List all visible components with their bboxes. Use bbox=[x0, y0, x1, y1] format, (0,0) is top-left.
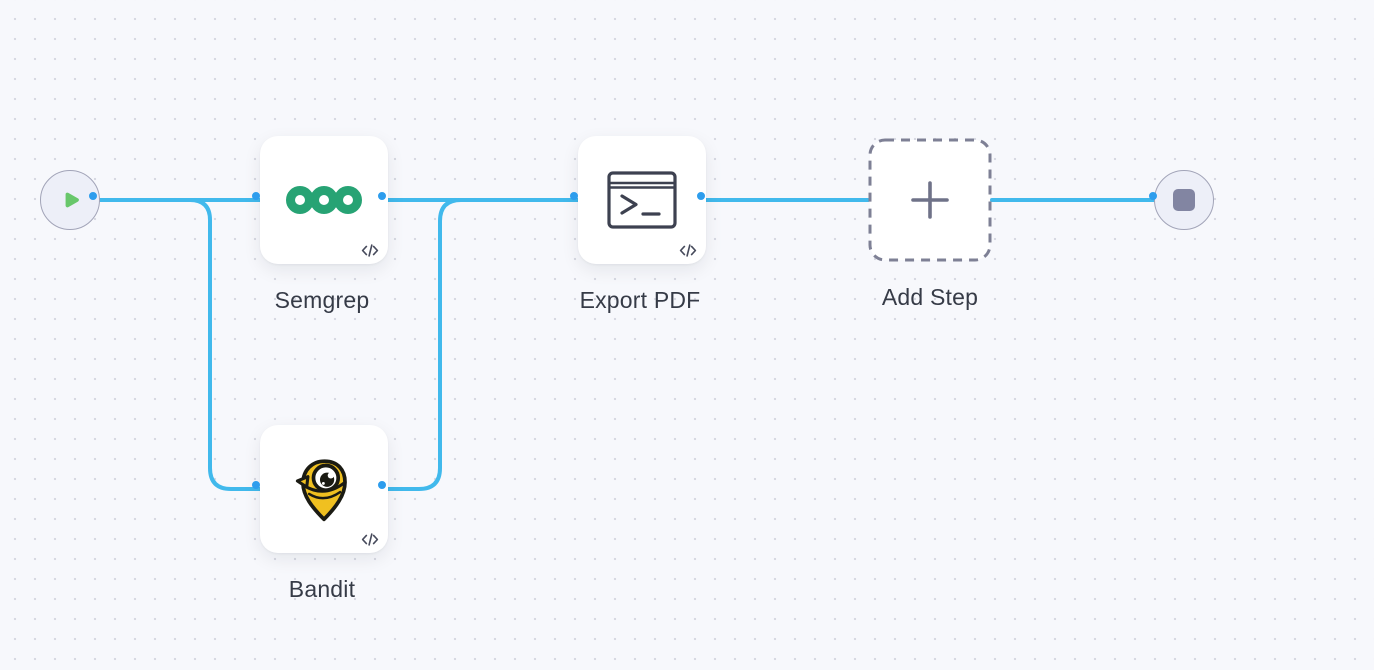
start-node[interactable] bbox=[40, 170, 100, 230]
bandit-logo-icon bbox=[293, 455, 355, 523]
port-export-pdf-output[interactable] bbox=[697, 192, 705, 200]
node-label-bandit: Bandit bbox=[288, 576, 356, 602]
port-bandit-output[interactable] bbox=[378, 481, 386, 489]
port-bandit-input[interactable] bbox=[252, 481, 260, 489]
port-start-output[interactable] bbox=[89, 192, 97, 200]
add-step-node[interactable] bbox=[868, 138, 992, 262]
edge-start-bandit bbox=[95, 198, 262, 491]
edge-bandit-exportpdf bbox=[384, 198, 580, 491]
node-label-add-step: Add Step bbox=[881, 284, 979, 310]
play-icon bbox=[61, 189, 83, 211]
node-semgrep[interactable] bbox=[260, 136, 388, 264]
port-export-pdf-input[interactable] bbox=[570, 192, 578, 200]
code-icon bbox=[361, 533, 379, 546]
code-icon bbox=[361, 244, 379, 257]
port-semgrep-input[interactable] bbox=[252, 192, 260, 200]
node-label-semgrep: Semgrep bbox=[274, 287, 370, 313]
port-semgrep-output[interactable] bbox=[378, 192, 386, 200]
semgrep-logo-icon bbox=[285, 184, 363, 216]
node-bandit[interactable] bbox=[260, 425, 388, 553]
end-node[interactable] bbox=[1154, 170, 1214, 230]
stop-icon bbox=[1173, 189, 1195, 211]
node-export-pdf[interactable] bbox=[578, 136, 706, 264]
code-icon bbox=[679, 244, 697, 257]
port-end-input[interactable] bbox=[1149, 192, 1157, 200]
plus-icon bbox=[910, 180, 950, 220]
terminal-icon bbox=[607, 171, 677, 229]
node-label-export-pdf: Export PDF bbox=[579, 287, 701, 313]
